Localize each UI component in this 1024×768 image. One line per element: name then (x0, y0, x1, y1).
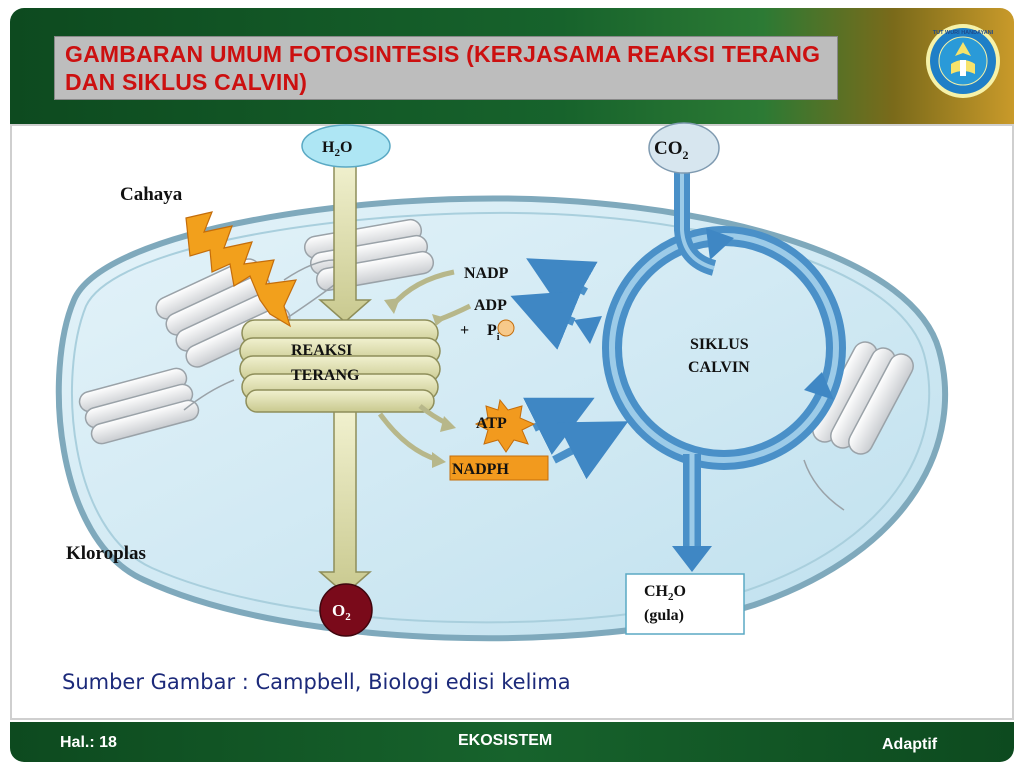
footer-topic: EKOSISTEM (458, 732, 553, 749)
gula-label: (gula) (644, 607, 684, 624)
page-number: Hal.: 18 (60, 734, 117, 751)
co2-label: CO2 (654, 138, 689, 162)
light-bolt (185, 211, 298, 328)
stroma-lamellae (183, 259, 845, 511)
cahaya-label: Cahaya (120, 184, 183, 205)
tut-wuri-handayani-logo: TUT WURI HANDAYANI (926, 24, 1000, 98)
o2-circle (319, 583, 373, 637)
thylakoid-stack-right (812, 341, 914, 455)
ch2o-label: CH2O (644, 583, 686, 603)
nadph-box (449, 455, 549, 481)
source-caption: Sumber Gambar : Campbell, Biologi edisi … (62, 670, 571, 694)
o2-arrow (318, 409, 372, 595)
ch2o-box (625, 573, 745, 635)
arrow-atp-to-cycle (523, 397, 595, 455)
pi-circle (497, 319, 515, 337)
reaksi-label-2: TERANG (291, 367, 360, 384)
cycle-arrowhead-right (804, 372, 834, 400)
footer-bar: Hal.: 18 EKOSISTEM Adaptif (10, 722, 1014, 762)
h2o-arrow (318, 159, 372, 323)
siklus-label-2: CALVIN (688, 359, 750, 376)
arrow-to-nadp (526, 258, 598, 318)
reaksi-label-1: REAKSI (291, 342, 352, 359)
footer-label: Adaptif (882, 736, 938, 753)
h2o-oval (301, 124, 391, 168)
kloroplas-label: Kloroplas (66, 543, 146, 564)
nadph-label: NADPH (452, 461, 509, 478)
title-box: GAMBARAN UMUM FOTOSINTESIS (KERJASAMA RE… (54, 36, 838, 100)
svg-text:TUT WURI HANDAYANI: TUT WURI HANDAYANI (933, 30, 994, 36)
plus-label: + (460, 322, 469, 339)
arrow-to-adp (510, 290, 582, 350)
slide-title: GAMBARAN UMUM FOTOSINTESIS (KERJASAMA RE… (65, 41, 821, 95)
h2o-label: H2O (322, 139, 352, 159)
arrow-nadph-to-cycle (552, 421, 629, 480)
grana-reaksi-terang (239, 319, 441, 413)
adp-label: ADP (474, 297, 507, 314)
atp-label: ATP (476, 415, 507, 432)
co2-oval (648, 122, 720, 174)
atp-star (474, 398, 536, 453)
photosynthesis-diagram: H2O CO2 O2 Cahaya Kloroplas REAKSI TERAN… (55, 122, 949, 642)
nadp-label: NADP (464, 265, 509, 282)
cycle-arrowhead-top (706, 228, 734, 260)
thylakoid-stack-left-bottom (78, 367, 200, 445)
o2-label: O2 (332, 601, 351, 623)
siklus-label-1: SIKLUS (690, 336, 749, 353)
p-label: Pi (487, 322, 500, 343)
